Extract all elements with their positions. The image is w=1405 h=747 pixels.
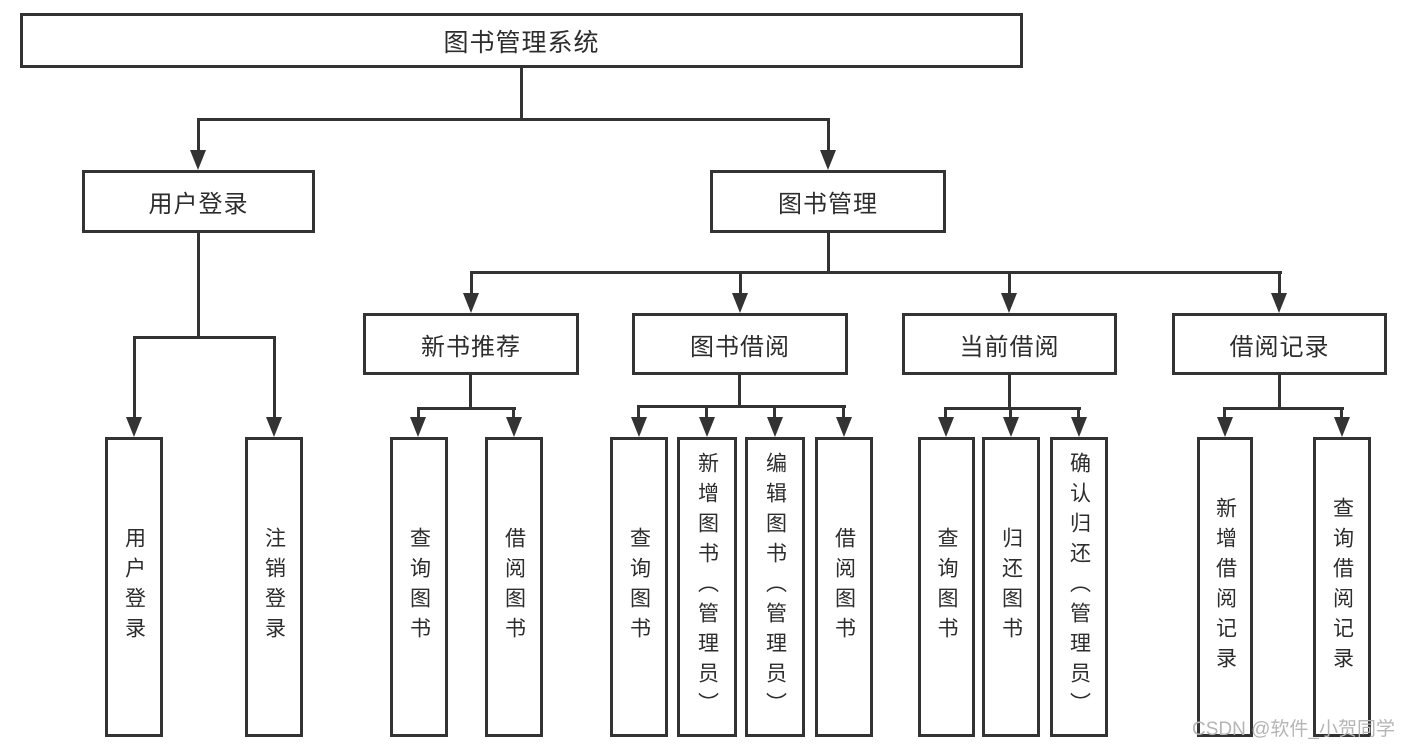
- connector-line-vertical: [1340, 407, 1343, 420]
- node-borrowing-records: 借阅记录: [1172, 313, 1387, 375]
- node-label: 当前借阅: [959, 333, 1060, 361]
- node-book-management: 图书管理: [710, 170, 946, 233]
- connector-line-vertical: [197, 118, 200, 152]
- node-leaf-borrow-books: 借阅图书: [815, 437, 873, 737]
- arrow-down-icon: [1071, 417, 1087, 437]
- arrow-down-icon: [463, 293, 479, 313]
- connector-line-horizontal: [417, 407, 516, 410]
- arrow-down-icon: [1217, 417, 1233, 437]
- node-current-borrowing: 当前借阅: [902, 313, 1117, 375]
- node-label: 新增借阅记录: [1213, 497, 1237, 677]
- node-book-borrowing: 图书借阅: [632, 313, 848, 375]
- node-leaf-logout: 注销登录: [245, 437, 303, 737]
- node-leaf-user-login: 用户登录: [105, 437, 163, 737]
- connector-line-vertical: [512, 407, 515, 420]
- connector-line-vertical: [520, 68, 523, 118]
- arrow-down-icon: [1271, 293, 1287, 313]
- node-label: 借阅图书: [502, 527, 526, 647]
- connector-line-vertical: [133, 336, 136, 419]
- arrow-down-icon: [1001, 293, 1017, 313]
- node-user-login: 用户登录: [82, 170, 315, 233]
- connector-line-vertical: [827, 118, 830, 152]
- arrow-down-icon: [190, 150, 206, 170]
- node-label: 注销登录: [262, 527, 286, 647]
- connector-line-horizontal: [470, 271, 1282, 274]
- node-leaf-query-books-borrowing: 查询图书: [610, 437, 668, 737]
- connector-line-vertical: [739, 271, 742, 296]
- node-leaf-edit-books-admin: 编辑图书（管理员）: [745, 437, 805, 737]
- connector-line-horizontal: [637, 405, 846, 408]
- connector-line-vertical: [469, 375, 472, 407]
- connector-line-vertical: [470, 271, 473, 296]
- node-label: 用户登录: [148, 191, 249, 218]
- connector-line-vertical: [1008, 375, 1011, 407]
- arrow-down-icon: [699, 417, 715, 437]
- node-leaf-add-borrow-record: 新增借阅记录: [1197, 437, 1253, 737]
- arrow-down-icon: [410, 417, 426, 437]
- node-leaf-return-books: 归还图书: [982, 437, 1040, 737]
- connector-line-horizontal: [944, 407, 1081, 410]
- arrow-down-icon: [767, 417, 783, 437]
- node-label: 借阅图书: [832, 527, 856, 647]
- arrow-down-icon: [836, 417, 852, 437]
- node-label: 借阅记录: [1229, 333, 1330, 361]
- connector-line-vertical: [1223, 407, 1226, 420]
- connector-line-vertical: [417, 407, 420, 420]
- node-leaf-add-books-admin: 新增图书（管理员）: [677, 437, 737, 737]
- node-leaf-borrow-books-recommend: 借阅图书: [485, 437, 543, 737]
- node-label: 查询图书: [627, 527, 651, 647]
- arrow-down-icon: [126, 417, 142, 437]
- node-label: 确认归还（管理员）: [1067, 452, 1091, 722]
- node-new-book-recommendation: 新书推荐: [363, 313, 579, 375]
- connector-line-vertical: [1278, 375, 1281, 407]
- connector-line-horizontal: [1223, 407, 1344, 410]
- node-leaf-query-books-recommend: 查询图书: [390, 437, 448, 737]
- node-label: 图书借阅: [690, 333, 790, 361]
- connector-line-vertical: [705, 405, 708, 419]
- node-label: 图书管理系统: [443, 28, 600, 57]
- connector-line-horizontal: [197, 118, 830, 121]
- arrow-down-icon: [1334, 417, 1350, 437]
- node-label: 新书推荐: [421, 333, 521, 361]
- connector-line-vertical: [1008, 271, 1011, 296]
- connector-line-vertical: [1278, 271, 1281, 296]
- arrow-down-icon: [820, 150, 836, 170]
- node-label: 归还图书: [999, 527, 1023, 647]
- connector-line-vertical: [637, 405, 640, 419]
- arrow-down-icon: [938, 417, 954, 437]
- arrow-down-icon: [1003, 417, 1019, 437]
- node-leaf-confirm-return-admin: 确认归还（管理员）: [1050, 437, 1108, 737]
- arrow-down-icon: [732, 293, 748, 313]
- csdn-watermark: CSDN @软件_小贺同学: [1192, 719, 1395, 740]
- connector-line-vertical: [1077, 407, 1080, 420]
- node-label: 查询图书: [407, 527, 431, 647]
- node-label: 查询图书: [935, 527, 958, 647]
- node-leaf-query-borrow-record: 查询借阅记录: [1313, 437, 1371, 737]
- connector-line-horizontal: [133, 336, 276, 339]
- arrow-down-icon: [506, 417, 522, 437]
- connector-line-vertical: [944, 407, 947, 420]
- node-label: 用户登录: [122, 527, 146, 647]
- connector-line-vertical: [738, 375, 741, 405]
- node-label: 图书管理: [778, 191, 878, 218]
- node-label: 编辑图书（管理员）: [763, 452, 787, 722]
- node-leaf-query-books-current: 查询图书: [918, 437, 975, 737]
- connector-line-vertical: [273, 336, 276, 419]
- node-label: 查询借阅记录: [1330, 497, 1354, 677]
- connector-line-vertical: [1009, 407, 1012, 420]
- connector-line-vertical: [842, 405, 845, 419]
- node-library-management-system: 图书管理系统: [20, 13, 1023, 68]
- connector-line-vertical: [827, 233, 830, 271]
- connector-line-vertical: [773, 405, 776, 419]
- node-label: 新增图书（管理员）: [695, 452, 719, 722]
- arrow-down-icon: [266, 417, 282, 437]
- connector-line-vertical: [197, 233, 200, 336]
- arrow-down-icon: [631, 417, 647, 437]
